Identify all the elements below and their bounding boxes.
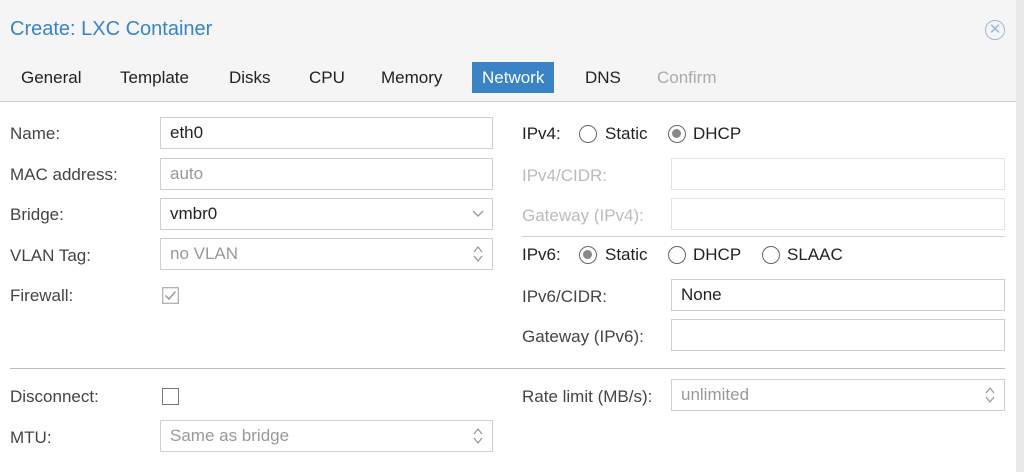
vlan-tag-input[interactable]: no VLAN bbox=[160, 238, 493, 270]
firewall-label: Firewall: bbox=[10, 286, 74, 305]
tab-confirm: Confirm bbox=[657, 68, 717, 87]
bridge-select-value: vmbr0 bbox=[170, 204, 218, 223]
mac-address-input[interactable]: auto bbox=[160, 158, 493, 190]
mtu-input[interactable]: Same as bridge bbox=[160, 420, 493, 452]
rate-limit-input[interactable]: unlimited bbox=[671, 379, 1005, 411]
tab-disks[interactable]: Disks bbox=[229, 68, 271, 87]
dialog-title: Create: LXC Container bbox=[10, 18, 213, 40]
tab-template[interactable]: Template bbox=[120, 68, 189, 87]
ip-divider bbox=[522, 236, 1005, 237]
tab-dns[interactable]: DNS bbox=[585, 68, 621, 87]
firewall-checkbox[interactable] bbox=[162, 287, 179, 304]
ipv6-dhcp-radio[interactable] bbox=[668, 246, 686, 264]
gateway-ipv4-input bbox=[671, 198, 1005, 230]
section-divider bbox=[10, 368, 1005, 369]
spinner-icon[interactable] bbox=[473, 245, 483, 263]
spinner-icon[interactable] bbox=[985, 386, 995, 404]
disconnect-checkbox[interactable] bbox=[162, 388, 179, 405]
ipv4-static-radio[interactable] bbox=[579, 125, 597, 143]
ipv4-cidr-label: IPv4/CIDR: bbox=[522, 166, 608, 185]
vlan-tag-label: VLAN Tag: bbox=[10, 246, 91, 265]
chevron-down-icon[interactable] bbox=[472, 209, 484, 218]
tab-general[interactable]: General bbox=[21, 68, 82, 87]
tab-network[interactable]: Network bbox=[472, 62, 555, 93]
vlan-tag-placeholder: no VLAN bbox=[170, 244, 239, 263]
mtu-label: MTU: bbox=[10, 428, 52, 447]
ipv4-dhcp-label[interactable]: DHCP bbox=[693, 124, 742, 143]
ipv6-cidr-input[interactable]: None bbox=[671, 279, 1005, 311]
ipv6-slaac-radio[interactable] bbox=[762, 246, 780, 264]
close-icon[interactable]: ✕ bbox=[985, 20, 1005, 40]
spinner-icon[interactable] bbox=[473, 427, 483, 445]
bridge-select[interactable]: vmbr0 bbox=[160, 198, 493, 230]
tab-memory[interactable]: Memory bbox=[381, 68, 443, 87]
rate-limit-label: Rate limit (MB/s): bbox=[522, 387, 653, 406]
ipv4-cidr-input bbox=[671, 158, 1005, 190]
ipv6-static-radio[interactable] bbox=[579, 246, 597, 264]
mtu-placeholder: Same as bridge bbox=[170, 426, 290, 445]
ipv4-dhcp-radio[interactable] bbox=[668, 125, 686, 143]
name-label: Name: bbox=[10, 124, 61, 143]
disconnect-label: Disconnect: bbox=[10, 387, 99, 406]
name-input[interactable]: eth0 bbox=[160, 117, 493, 149]
gateway-ipv4-label: Gateway (IPv4): bbox=[522, 206, 644, 225]
ipv6-slaac-label[interactable]: SLAAC bbox=[787, 245, 843, 264]
ipv6-label: IPv6: bbox=[522, 245, 561, 264]
name-input-value: eth0 bbox=[170, 123, 204, 142]
ipv6-cidr-value: None bbox=[681, 285, 722, 304]
gateway-ipv6-input[interactable] bbox=[671, 319, 1005, 351]
mac-address-label: MAC address: bbox=[10, 165, 118, 184]
dialog-header: Create: LXC Container ✕ General Template… bbox=[0, 0, 1016, 102]
ipv4-static-label[interactable]: Static bbox=[605, 124, 648, 143]
mac-address-placeholder: auto bbox=[170, 164, 204, 183]
ipv6-cidr-label: IPv6/CIDR: bbox=[522, 287, 608, 306]
ipv6-static-label[interactable]: Static bbox=[605, 245, 648, 264]
gateway-ipv6-label: Gateway (IPv6): bbox=[522, 327, 644, 346]
bridge-label: Bridge: bbox=[10, 205, 64, 224]
ipv4-label: IPv4: bbox=[522, 124, 561, 143]
ipv6-dhcp-label[interactable]: DHCP bbox=[693, 245, 742, 264]
tab-cpu[interactable]: CPU bbox=[309, 68, 345, 87]
rate-limit-placeholder: unlimited bbox=[681, 385, 750, 404]
